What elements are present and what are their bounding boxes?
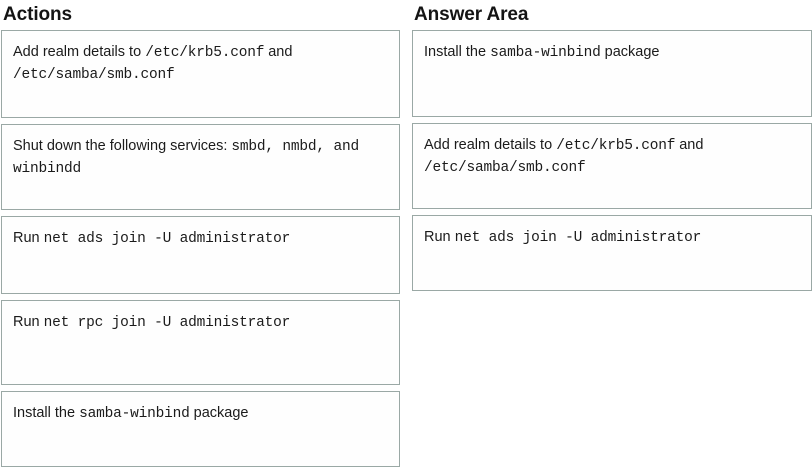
action-add-realm-details[interactable]: Add realm details to /etc/krb5.conf and … xyxy=(1,30,400,118)
prose-text: Run xyxy=(13,314,44,330)
action-net-rpc-join[interactable]: Run net rpc join -U administrator xyxy=(1,300,400,385)
prose-text: Install the xyxy=(424,44,491,60)
prose-text: Add realm details to xyxy=(13,44,146,60)
code-text: samba-winbind xyxy=(79,406,190,422)
action-install-samba-winbind[interactable]: Install the samba-winbind package xyxy=(1,391,400,467)
prose-text: Run xyxy=(424,229,455,245)
action-item-text: Shut down the following services: smbd, … xyxy=(13,136,389,180)
prose-text: Install the xyxy=(13,405,80,421)
prose-text: Run xyxy=(13,230,44,246)
action-item-text: Run net rpc join -U administrator xyxy=(13,312,290,334)
prose-text: and xyxy=(264,44,293,60)
action-item-text: Add realm details to /etc/krb5.conf and … xyxy=(13,42,389,86)
answer-area-panel-title: Answer Area xyxy=(414,4,529,25)
answer-item-text: Add realm details to /etc/krb5.conf and … xyxy=(424,135,801,179)
action-net-ads-join[interactable]: Run net ads join -U administrator xyxy=(1,216,400,294)
action-item-text: Run net ads join -U administrator xyxy=(13,228,290,250)
answer-install-samba-winbind[interactable]: Install the samba-winbind package xyxy=(412,30,812,117)
code-text: net rpc join -U administrator xyxy=(43,315,291,331)
answer-item-text: Run net ads join -U administrator xyxy=(424,227,701,249)
code-text: /etc/samba/smb.conf xyxy=(424,160,586,176)
answer-add-realm-details[interactable]: Add realm details to /etc/krb5.conf and … xyxy=(412,123,812,209)
answer-area-panel: Answer Area Install the samba-winbind pa… xyxy=(412,0,812,475)
code-text: net ads join -U administrator xyxy=(454,230,702,246)
prose-text: Shut down the following services: xyxy=(13,138,232,154)
actions-card-list: Add realm details to /etc/krb5.conf and … xyxy=(1,30,400,467)
answer-net-ads-join[interactable]: Run net ads join -U administrator xyxy=(412,215,812,291)
answer-item-text: Install the samba-winbind package xyxy=(424,42,659,64)
actions-panel: Actions Add realm details to /etc/krb5.c… xyxy=(0,0,400,475)
code-text: net ads join -U administrator xyxy=(43,231,291,247)
prose-text: Add realm details to xyxy=(424,137,557,153)
code-text: smbd, nmbd, and winbindd xyxy=(13,139,359,177)
code-text: /etc/krb5.conf xyxy=(145,45,265,61)
code-text: samba-winbind xyxy=(490,45,601,61)
action-item-text: Install the samba-winbind package xyxy=(13,403,248,425)
prose-text: and xyxy=(675,137,704,153)
panel-separator xyxy=(400,0,412,475)
code-text: /etc/krb5.conf xyxy=(556,138,676,154)
prose-text: package xyxy=(600,44,660,60)
code-text: /etc/samba/smb.conf xyxy=(13,67,175,83)
prose-text: package xyxy=(189,405,249,421)
actions-panel-title: Actions xyxy=(3,4,72,25)
action-shut-down-services[interactable]: Shut down the following services: smbd, … xyxy=(1,124,400,210)
